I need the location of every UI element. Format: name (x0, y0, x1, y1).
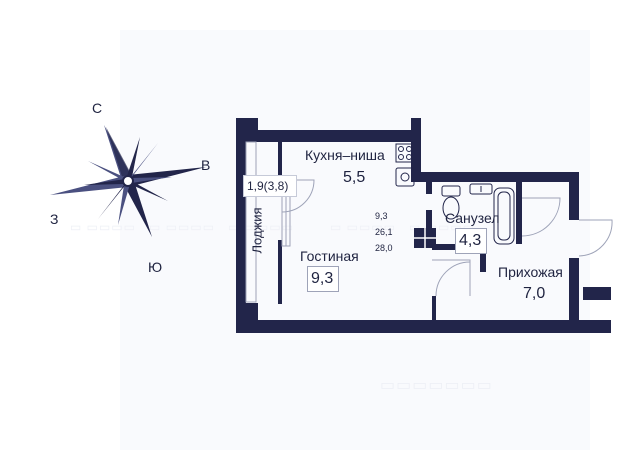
wall-segment (569, 258, 579, 328)
bathroom-label: Санузел (445, 210, 500, 226)
hall-area: 7,0 (523, 285, 546, 302)
compass-east-label: В (201, 157, 211, 173)
wall-segment (569, 172, 579, 220)
compass-north-label: С (92, 100, 103, 116)
loggia-area: 1,9(3,8) (247, 179, 289, 193)
bathtub-icon (493, 187, 515, 245)
total-area-total: 28,0 (375, 243, 393, 253)
stove-icon (395, 143, 415, 163)
living-area-total: 9,3 (375, 211, 388, 221)
loggia-window (245, 141, 257, 303)
bathroom-area-card (455, 228, 487, 254)
loggia-area-card (243, 175, 297, 197)
watermark: ▭ ▭▭▭▭ ▭ ▭▭▭▭ (330, 220, 476, 234)
compass-south-label: Ю (148, 259, 163, 275)
kitchen-label: Кухня–ниша (305, 147, 385, 163)
watermark: ▭▭▭▭▭▭▭ (380, 377, 493, 394)
bath-sink-icon (469, 183, 493, 195)
loggia-door-swing (281, 179, 315, 213)
wall-segment (411, 172, 579, 182)
living-area: 9,3 (311, 270, 334, 287)
toilet-icon (441, 185, 461, 197)
plan-background (120, 30, 590, 450)
compass-rose-icon (50, 125, 206, 237)
wall-segment (278, 140, 282, 180)
wall-segment (432, 296, 436, 320)
wall-segment (236, 118, 246, 333)
usable-area-total: 26,1 (375, 227, 393, 237)
wall-segment (516, 182, 522, 244)
wall-segment (236, 320, 611, 333)
kitchen-area: 5,5 (343, 169, 366, 186)
bathroom-area: 4,3 (459, 232, 482, 249)
washing-machine-icon (414, 228, 436, 248)
bathroom-door-swing (432, 259, 471, 296)
compass-west-label: З (50, 211, 59, 227)
living-label: Гостиная (300, 248, 359, 264)
hall-door-swing (521, 197, 561, 237)
wall-segment (583, 287, 611, 300)
wall-segment (480, 244, 486, 272)
wall-segment (426, 182, 432, 194)
entry-door-swing (578, 219, 613, 257)
kitchen-sink-icon (395, 167, 415, 187)
wall-segment (236, 130, 421, 142)
loggia-label: Лоджия (249, 207, 265, 254)
living-area-card (307, 266, 339, 292)
hall-label: Прихожая (498, 264, 563, 280)
wall-segment (278, 240, 282, 304)
wall-segment (411, 118, 421, 178)
